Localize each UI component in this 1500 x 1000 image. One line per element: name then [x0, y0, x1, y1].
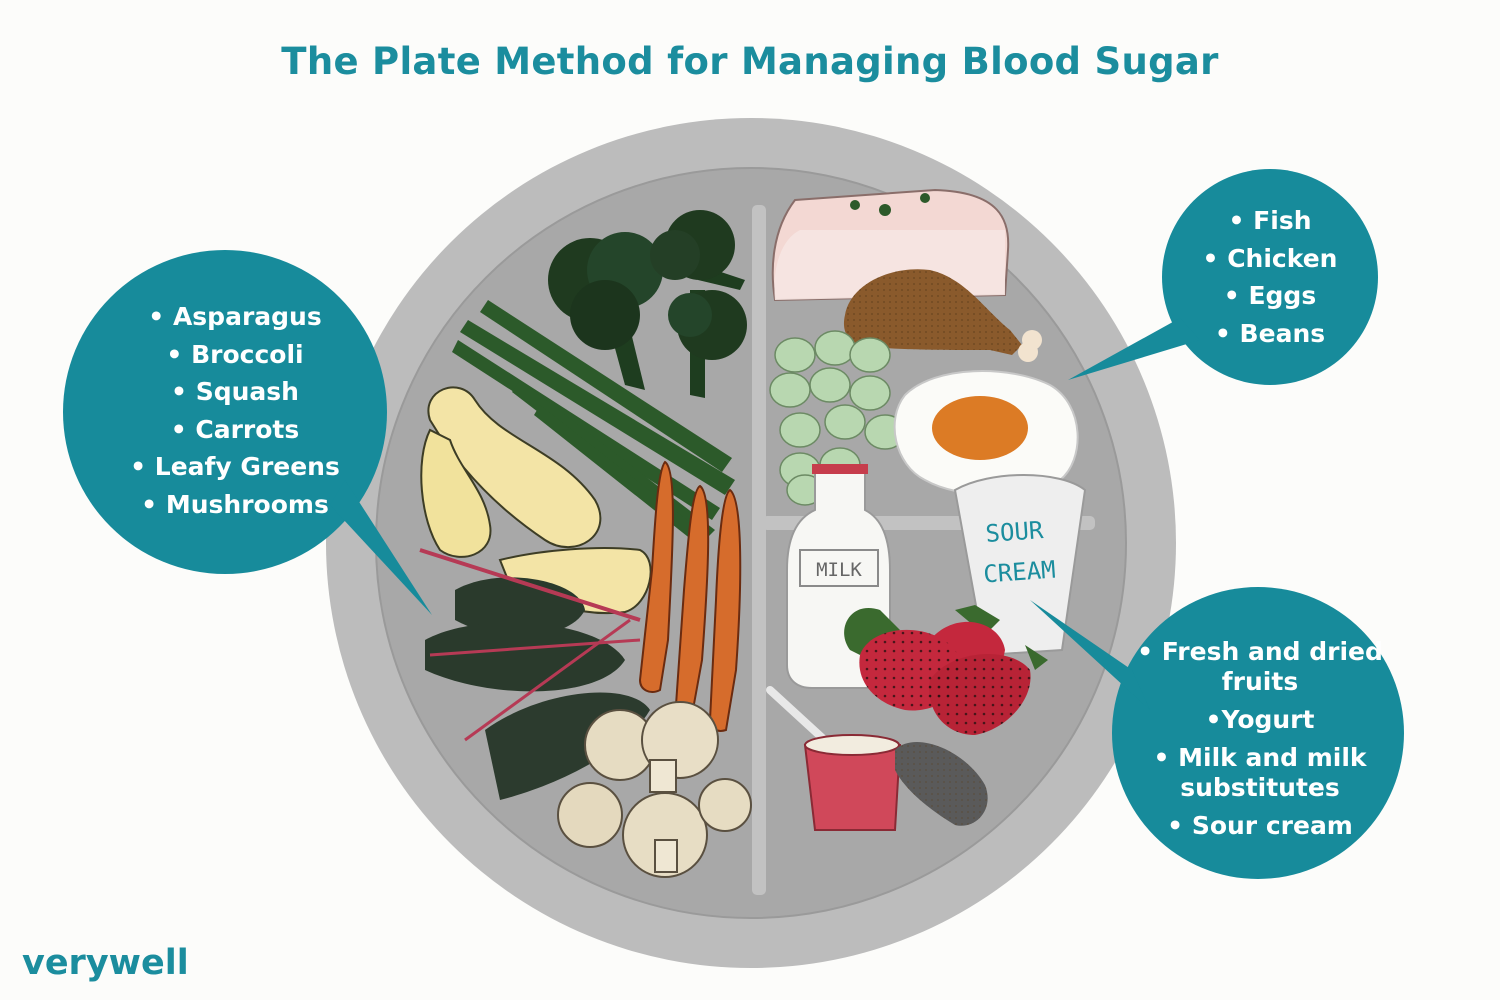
proteins-bubble	[1068, 169, 1378, 385]
sour-cream-icon: SOUR CREAM	[953, 474, 1087, 657]
chicken-icon	[843, 269, 1042, 362]
vegetables-bubble	[63, 250, 432, 615]
yogurt-cup-icon	[766, 686, 902, 831]
proteins-item: • Eggs	[1223, 281, 1317, 310]
mushroom-icon	[557, 701, 752, 878]
dairy-fruit-list: • Fresh and dried fruits •Yogurt • Milk …	[1130, 633, 1390, 844]
cream-label: CREAM	[982, 556, 1056, 589]
page-title: The Plate Method for Managing Blood Suga…	[281, 40, 1219, 83]
vegetables-item: • Broccoli	[166, 339, 304, 369]
dairy-fruit-bubble	[1030, 587, 1404, 879]
vegetables-item: • Asparagus	[148, 302, 322, 331]
vegetables-item: • Carrots	[170, 414, 300, 444]
brand-logo: verywell	[22, 943, 189, 983]
dairy-fruit-item: •Yogurt	[1205, 705, 1315, 734]
proteins-item: • Fish	[1228, 206, 1312, 235]
vegetables-item: • Squash	[171, 377, 299, 406]
beans-icon	[769, 330, 906, 506]
proteins-item: • Beans	[1214, 318, 1326, 348]
proteins-list: • Fish • Chicken • Eggs • Beans	[1170, 202, 1370, 352]
carrot-icon	[638, 460, 742, 732]
milk-label: MILK	[816, 559, 862, 581]
dairy-fruit-item: • Sour cream	[1167, 810, 1353, 840]
proteins-item: • Chicken	[1202, 243, 1338, 273]
egg-icon	[893, 370, 1079, 496]
vegetables-item: • Mushrooms	[141, 489, 329, 519]
dairy-fruit-item: • Milk and milk substitutes	[1153, 742, 1367, 802]
dairy-fruit-item: • Fresh and dried fruits	[1137, 637, 1383, 696]
sour-label: SOUR	[985, 516, 1045, 548]
dried-fruit-icon	[895, 742, 988, 826]
plate-divider-vertical	[752, 205, 766, 895]
broccoli-icon	[548, 210, 747, 398]
vegetables-item: • Leafy Greens	[130, 452, 340, 481]
strawberry-icon	[844, 605, 1048, 735]
vegetables-list: • Asparagus • Broccoli • Squash • Carrot…	[90, 298, 380, 523]
